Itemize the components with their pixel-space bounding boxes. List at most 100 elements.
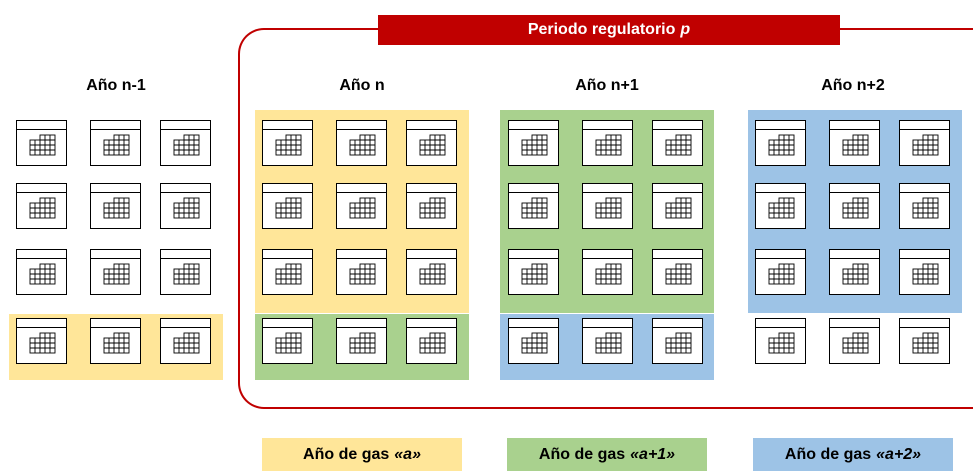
month-calendar-cell <box>16 318 67 364</box>
month-calendar-cell <box>262 183 313 229</box>
calendar-icon <box>899 318 950 364</box>
month-calendar-cell <box>336 249 387 295</box>
period-symbol: p <box>680 21 691 38</box>
gas-year-label-text: Año de gas <box>784 445 872 463</box>
month-calendar-cell <box>582 249 633 295</box>
month-calendar-cell <box>899 183 950 229</box>
calendar-icon <box>90 318 141 364</box>
calendar-icon <box>262 120 313 166</box>
month-calendar-cell <box>755 183 806 229</box>
calendar-icon <box>508 183 559 229</box>
month-calendar-cell <box>652 120 703 166</box>
month-calendar-cell <box>582 318 633 364</box>
calendar-icon <box>262 249 313 295</box>
month-calendar-cell <box>582 120 633 166</box>
month-calendar-cell <box>16 120 67 166</box>
month-calendar-cell <box>160 249 211 295</box>
month-calendar-cell <box>829 120 880 166</box>
calendar-icon <box>262 318 313 364</box>
gas-year-symbol: «a» <box>394 445 421 463</box>
calendar-icon <box>652 318 703 364</box>
calendar-icon <box>899 183 950 229</box>
month-calendar-cell <box>160 183 211 229</box>
calendar-icon <box>262 183 313 229</box>
gas-year-label-a: Año de gas «a» <box>262 438 462 471</box>
month-calendar-cell <box>652 183 703 229</box>
calendar-icon <box>336 249 387 295</box>
calendar-icon <box>652 249 703 295</box>
calendar-icon <box>755 183 806 229</box>
month-calendar-cell <box>262 249 313 295</box>
month-calendar-cell <box>899 120 950 166</box>
month-calendar-cell <box>508 249 559 295</box>
month-calendar-cell <box>336 318 387 364</box>
month-calendar-cell <box>406 318 457 364</box>
year-heading-n-minus-1: Año n-1 <box>86 77 146 94</box>
gas-year-label-text: Año de gas <box>538 445 626 463</box>
calendar-icon <box>652 120 703 166</box>
period-label: Periodo regulatorio <box>527 21 676 38</box>
month-calendar-cell <box>406 120 457 166</box>
month-calendar-cell <box>406 183 457 229</box>
month-calendar-cell <box>90 249 141 295</box>
month-calendar-cell <box>899 249 950 295</box>
month-calendar-cell <box>755 318 806 364</box>
calendar-icon <box>899 120 950 166</box>
gas-year-symbol: «a+2» <box>876 445 922 463</box>
calendar-icon <box>582 183 633 229</box>
calendar-icon <box>829 318 880 364</box>
calendar-icon <box>652 183 703 229</box>
calendar-icon <box>508 120 559 166</box>
calendar-icon <box>508 249 559 295</box>
month-calendar-cell <box>90 183 141 229</box>
calendar-icon <box>90 249 141 295</box>
calendar-icon <box>829 249 880 295</box>
month-calendar-cell <box>755 249 806 295</box>
calendar-icon <box>336 318 387 364</box>
regulatory-period-banner: Periodo regulatorio p <box>378 15 840 45</box>
calendar-icon <box>899 249 950 295</box>
calendar-icon <box>582 120 633 166</box>
month-calendar-cell <box>652 249 703 295</box>
calendar-icon <box>16 183 67 229</box>
month-calendar-cell <box>160 318 211 364</box>
calendar-icon <box>406 318 457 364</box>
month-calendar-cell <box>16 249 67 295</box>
month-calendar-cell <box>336 183 387 229</box>
month-calendar-cell <box>508 318 559 364</box>
month-calendar-cell <box>262 318 313 364</box>
calendar-icon <box>406 183 457 229</box>
month-calendar-cell <box>262 120 313 166</box>
calendar-icon <box>160 183 211 229</box>
calendar-icon <box>16 249 67 295</box>
calendar-icon <box>160 120 211 166</box>
month-calendar-cell <box>406 249 457 295</box>
calendar-icon <box>829 120 880 166</box>
calendar-icon <box>336 183 387 229</box>
gas-year-symbol: «a+1» <box>630 445 676 463</box>
calendar-icon <box>16 318 67 364</box>
month-calendar-cell <box>508 120 559 166</box>
calendar-icon <box>16 120 67 166</box>
calendar-icon <box>582 318 633 364</box>
month-calendar-cell <box>16 183 67 229</box>
gas-year-label-a-plus-2: Año de gas «a+2» <box>753 438 953 471</box>
calendar-icon <box>829 183 880 229</box>
calendar-icon <box>582 249 633 295</box>
calendar-icon <box>160 249 211 295</box>
gas-year-label-text: Año de gas <box>303 445 390 463</box>
calendar-icon <box>336 120 387 166</box>
calendar-icon <box>90 120 141 166</box>
year-heading-n: Año n <box>339 77 385 94</box>
calendar-icon <box>160 318 211 364</box>
month-calendar-cell <box>336 120 387 166</box>
calendar-icon <box>755 249 806 295</box>
month-calendar-cell <box>899 318 950 364</box>
month-calendar-cell <box>755 120 806 166</box>
month-calendar-cell <box>90 120 141 166</box>
month-calendar-cell <box>508 183 559 229</box>
month-calendar-cell <box>652 318 703 364</box>
month-calendar-cell <box>829 183 880 229</box>
month-calendar-cell <box>160 120 211 166</box>
calendar-icon <box>90 183 141 229</box>
